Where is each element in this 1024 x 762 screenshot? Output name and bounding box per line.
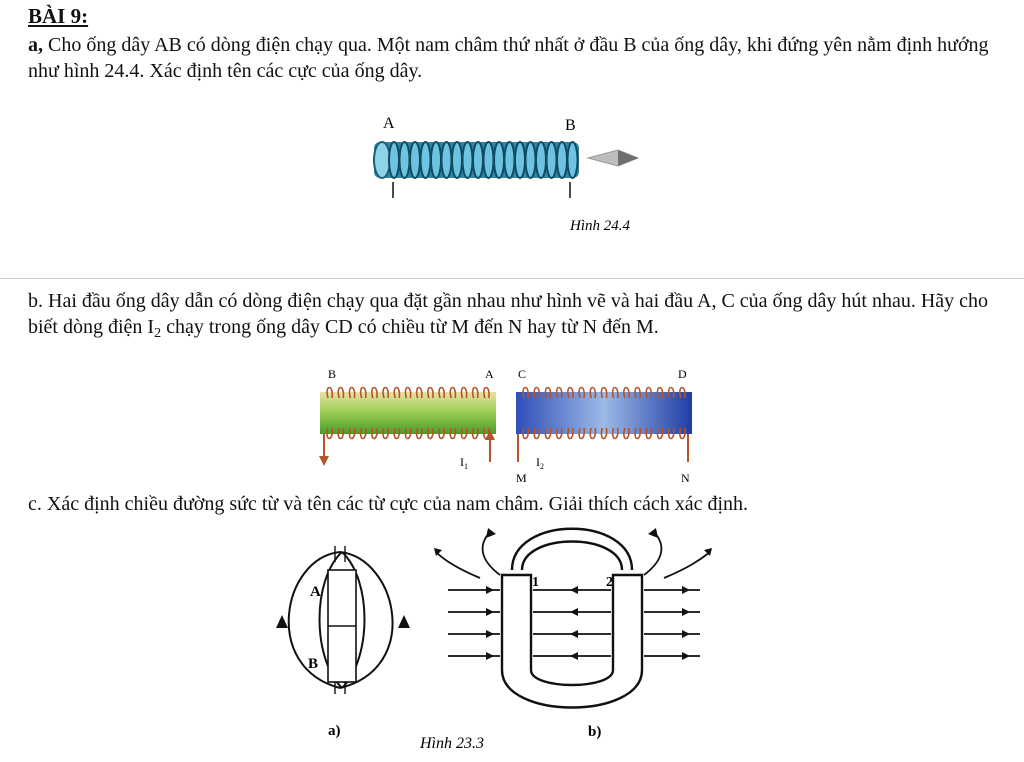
label-d: D xyxy=(678,367,687,381)
pole-1-label: 1 xyxy=(532,575,539,590)
figure-24-4: A B Hình 24.4 xyxy=(373,115,640,234)
solenoid-cd-core xyxy=(516,392,692,434)
fig233-caption: Hình 23.3 xyxy=(420,735,484,752)
solenoid-ab xyxy=(373,141,579,179)
label-m: M xyxy=(516,471,527,485)
figure-23-3-a: A B a) xyxy=(276,546,410,739)
label-n: N xyxy=(681,471,690,485)
pole-2-label: 2 xyxy=(606,575,613,590)
fig244-caption: Hình 24.4 xyxy=(569,218,631,234)
label-a: A xyxy=(485,367,494,381)
subfig-a-label: a) xyxy=(328,723,341,739)
part-b-body-2: chạy trong ống dây CD có chiều từ M đến … xyxy=(161,316,659,338)
subfig-b-label: b) xyxy=(588,724,601,740)
solenoid-ab-core xyxy=(320,392,496,434)
label-i2: I2 xyxy=(536,455,544,471)
section-divider xyxy=(0,278,1024,279)
figure-two-solenoids: B A C D I1 I2 M N xyxy=(319,367,692,485)
part-b-body-1: b. Hai đầu ống dây dẫn có dòng điện chạy… xyxy=(28,290,989,338)
u-magnet xyxy=(500,527,644,709)
part-b-subscript: 2 xyxy=(154,326,162,341)
part-b-text: b. Hai đầu ống dây dẫn có dòng điện chạy… xyxy=(28,288,1003,347)
label-i1: I1 xyxy=(460,455,468,471)
magnet-pole-b: B xyxy=(308,656,318,672)
part-a-body: Cho ống dây AB có dòng điện chạy qua. Mộ… xyxy=(28,34,989,82)
figure-23-3-b: 1 2 Hình 23.3 b) xyxy=(420,527,712,752)
part-c-text: c. Xác định chiều đường sức từ và tên cá… xyxy=(28,493,749,515)
exercise-title: BÀI 9: xyxy=(28,4,89,28)
fig244-label-a: A xyxy=(383,115,395,132)
part-a-label: a, xyxy=(28,34,43,56)
compass-needle xyxy=(586,149,640,167)
part-a-text: a, Cho ống dây AB có dòng điện chạy qua.… xyxy=(28,32,1003,84)
magnet-pole-a: A xyxy=(310,584,321,600)
label-c: C xyxy=(518,367,526,381)
label-b: B xyxy=(328,367,336,381)
fig244-label-b: B xyxy=(565,117,576,134)
